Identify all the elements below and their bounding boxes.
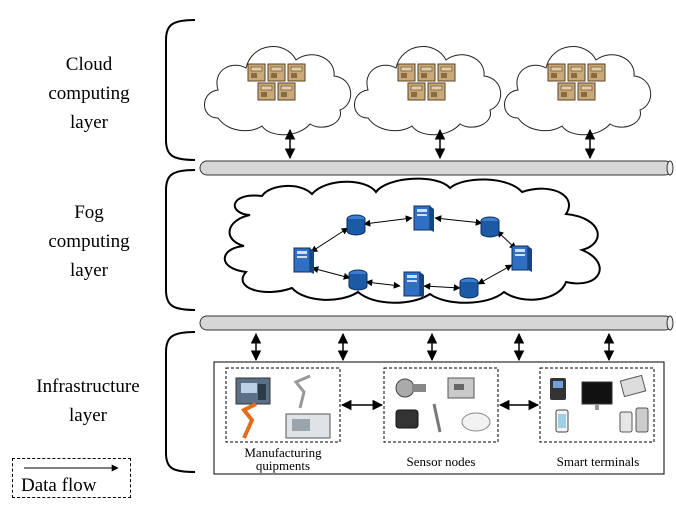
server-tower-icon bbox=[293, 247, 315, 275]
server-tower-icon bbox=[403, 271, 425, 299]
server-tower-icon bbox=[413, 205, 435, 233]
cloud-fog-bus bbox=[199, 160, 674, 176]
database-icon bbox=[459, 277, 479, 299]
infrastructure-layer-label: Infrastructure layer bbox=[36, 376, 140, 426]
smoke-detector-icon bbox=[461, 412, 491, 432]
server-tower-icon bbox=[511, 245, 533, 273]
database-icon bbox=[346, 214, 366, 236]
manufacturing-group-box bbox=[225, 367, 341, 443]
fog-infrastructure-bus bbox=[199, 315, 674, 331]
fog-layer-label: Fog computing layer bbox=[48, 202, 130, 281]
smart-terminals-label: Smart terminals bbox=[556, 454, 640, 469]
robot-arm-icon bbox=[293, 374, 311, 409]
database-icon bbox=[480, 216, 500, 238]
infrastructure-flow-arrows bbox=[250, 332, 615, 362]
sensor-nodes-label: Sensor nodes bbox=[406, 454, 476, 469]
sensor-probe-icon bbox=[432, 403, 442, 433]
cloud-layer-label: Cloud computing layer bbox=[48, 54, 130, 133]
pos-terminal-icon bbox=[550, 378, 566, 400]
manufacturing-label: Manufacturing quipments bbox=[244, 445, 322, 473]
sensor-icon bbox=[395, 378, 426, 398]
sensor-icon bbox=[447, 377, 475, 399]
sensor-icon bbox=[395, 409, 419, 429]
machine-icon bbox=[235, 377, 271, 405]
cloud-layer-bracket bbox=[165, 19, 196, 161]
fog-layer-bracket bbox=[165, 169, 196, 311]
terminal-group-box bbox=[539, 367, 655, 443]
fog-links bbox=[310, 215, 517, 292]
tablet-icon bbox=[619, 374, 647, 398]
handheld-terminal-icon bbox=[619, 407, 649, 433]
cnc-machine-icon bbox=[285, 413, 331, 439]
smartphone-icon bbox=[555, 409, 569, 433]
legend: Data flow bbox=[12, 458, 131, 498]
database-icon bbox=[348, 269, 368, 291]
infrastructure-layer-bracket bbox=[165, 331, 196, 473]
legend-label: Data flow bbox=[21, 475, 97, 496]
robot-arm-icon bbox=[240, 402, 257, 439]
monitor-icon bbox=[581, 381, 613, 410]
sensor-group-box bbox=[383, 367, 499, 443]
